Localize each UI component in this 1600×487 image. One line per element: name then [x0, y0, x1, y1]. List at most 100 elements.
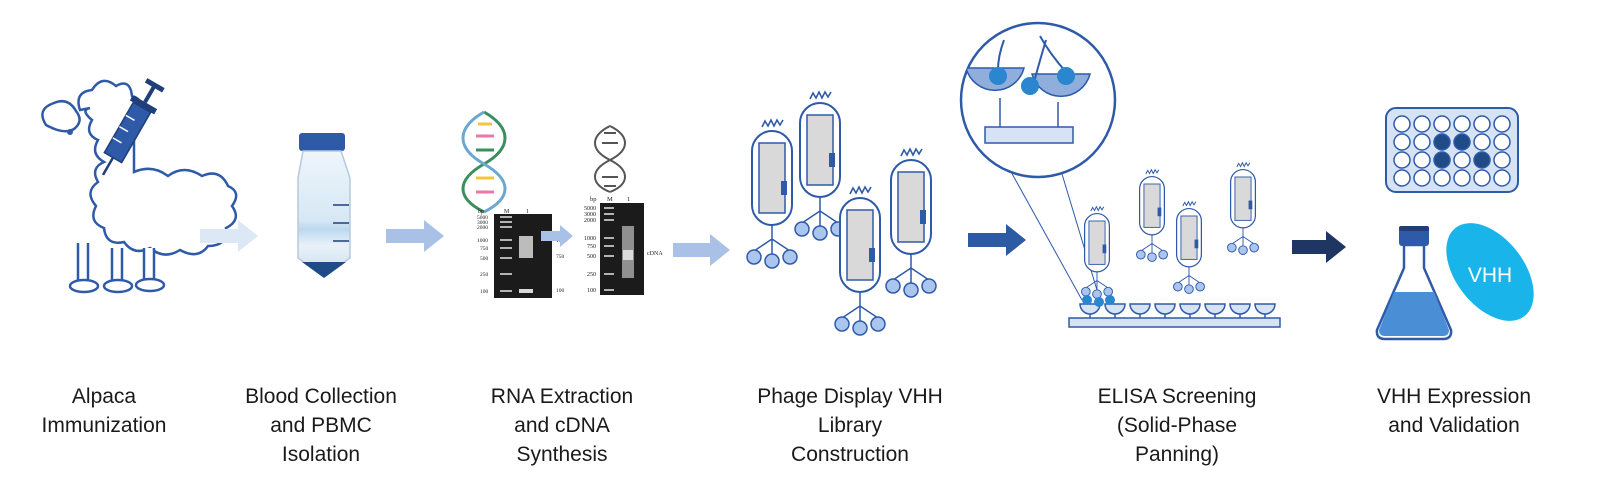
phage-icon: [1226, 162, 1260, 256]
gel1-header-lane: 1: [526, 209, 529, 215]
gel2-marker: 250: [587, 272, 596, 278]
gel2-marker: 500: [587, 254, 596, 260]
gel1-band-label: 750: [556, 254, 565, 260]
caption-line: Panning): [1134, 443, 1220, 466]
phage-icon: [885, 148, 937, 298]
phage-icon: [1135, 169, 1169, 263]
gel1-sample-band: [519, 236, 533, 258]
caption-elisa-screening: ELISA Screening (Solid-Phase Panning): [1062, 382, 1292, 469]
gel2-marker: 5000: [584, 206, 596, 212]
vhh-label: VHH: [1468, 264, 1512, 287]
vhh-antibody-icon: VHH: [1446, 223, 1534, 321]
gel2-marker: 1000: [584, 236, 596, 242]
flask-icon: [1375, 226, 1453, 341]
centrifuge-tube-illustration: [297, 133, 351, 278]
well: [1473, 133, 1491, 151]
well-plate-icon: [1385, 107, 1519, 193]
caption-line: Synthesis: [516, 443, 608, 466]
syringe-icon: [101, 78, 165, 176]
well: [1393, 115, 1411, 133]
well: [1413, 133, 1431, 151]
caption-line: Blood Collection: [245, 385, 397, 408]
well: [1413, 151, 1431, 169]
caption-alpaca-immunization: Alpaca Immunization: [0, 382, 219, 440]
well-filled: [1433, 133, 1451, 151]
caption-line: ELISA Screening: [1097, 385, 1257, 408]
gel1-ladder: [500, 216, 512, 292]
caption-line: and Validation: [1388, 414, 1520, 437]
arrow-step-5: [1292, 231, 1346, 263]
gel1-marker: 750: [480, 246, 489, 252]
well: [1493, 169, 1511, 187]
gel1-marker: 250: [480, 272, 489, 278]
arrow-gel: [541, 225, 573, 247]
well: [1433, 169, 1451, 187]
phage-icon: [1080, 206, 1114, 300]
alpaca-illustration: [41, 78, 238, 294]
well: [1433, 115, 1451, 133]
gel2-ladder: [604, 207, 614, 291]
gel2-header-lane: 1: [627, 196, 630, 203]
caption-phage-display: Phage Display VHH Library Construction: [735, 382, 965, 469]
gel1-marker: 1000: [477, 238, 488, 244]
arrow-step-1: [200, 220, 258, 252]
well: [1393, 133, 1411, 151]
gel-image-1: bp M 1 5000 3000 2000 1000 750 500 250 1…: [477, 209, 567, 298]
caption-vhh-expression: VHH Expression and Validation: [1339, 382, 1569, 440]
well-filled: [1453, 133, 1471, 151]
gel2-cdna-label: cDNA: [647, 251, 663, 257]
caption-line: RNA Extraction: [490, 385, 634, 408]
caption-line: Construction: [791, 443, 909, 466]
gel2-marker: 3000: [584, 212, 596, 218]
gel2-header-bp: bp: [590, 196, 597, 203]
well: [1473, 169, 1491, 187]
caption-rna-extraction: RNA Extraction and cDNA Synthesis: [447, 382, 677, 469]
dna-helix-icon: [461, 110, 507, 214]
caption-line: Alpaca: [71, 385, 137, 408]
expression-illustration: VHH: [1375, 107, 1534, 341]
caption-line: and cDNA: [514, 414, 610, 437]
dna-helix-small-icon: [594, 125, 626, 193]
gel1-marker: 3000: [477, 220, 488, 226]
well: [1453, 169, 1471, 187]
gel1-band-label: 100: [556, 288, 565, 294]
gel1-header-bp: bp: [478, 209, 484, 215]
caption-line: (Solid-Phase: [1116, 414, 1238, 437]
elisa-plate: [1068, 317, 1281, 328]
well-filled: [1473, 151, 1491, 169]
caption-line: Phage Display VHH: [757, 385, 943, 408]
well: [1493, 133, 1511, 151]
caption-line: Library: [817, 414, 883, 437]
elisa-panning-illustration: [959, 21, 1281, 328]
gel1-marker: 500: [480, 256, 489, 262]
gel2-header-m: M: [607, 196, 613, 203]
well: [1493, 151, 1511, 169]
gel1-marker: 2000: [477, 225, 488, 231]
gel-image-2: bp M 1 5000 3000 2000 1000 750 500 250 1…: [584, 196, 663, 295]
rna-extraction-illustration: bp M 1 5000 3000 2000 1000 750 500 250 1…: [461, 110, 663, 298]
phage-icon: [834, 186, 886, 336]
gel1-marker: 5000: [477, 215, 488, 221]
well: [1473, 115, 1491, 133]
well: [1393, 169, 1411, 187]
caption-blood-collection: Blood Collection and PBMC Isolation: [206, 382, 436, 469]
gel2-marker: 100: [587, 288, 596, 294]
gel2-marker: 2000: [584, 218, 596, 224]
arrow-step-3: [673, 234, 730, 266]
phage-icon: [746, 119, 798, 269]
zoom-inset: [959, 21, 1117, 179]
alpaca-eye: [67, 129, 73, 135]
gel1-header-m: M: [504, 209, 510, 215]
caption-line: and PBMC: [270, 414, 372, 437]
phage-icon: [1172, 201, 1206, 295]
caption-line: VHH Expression: [1376, 385, 1532, 408]
gel2-marker: 750: [587, 244, 596, 250]
caption-line: Isolation: [281, 443, 361, 466]
coated-antigens: [1079, 303, 1276, 318]
well: [1413, 169, 1431, 187]
well: [1453, 151, 1471, 169]
phage-icon: [794, 91, 846, 241]
well: [1493, 115, 1511, 133]
phage-library-illustration: [746, 91, 937, 336]
gel1-marker: 100: [480, 289, 489, 295]
